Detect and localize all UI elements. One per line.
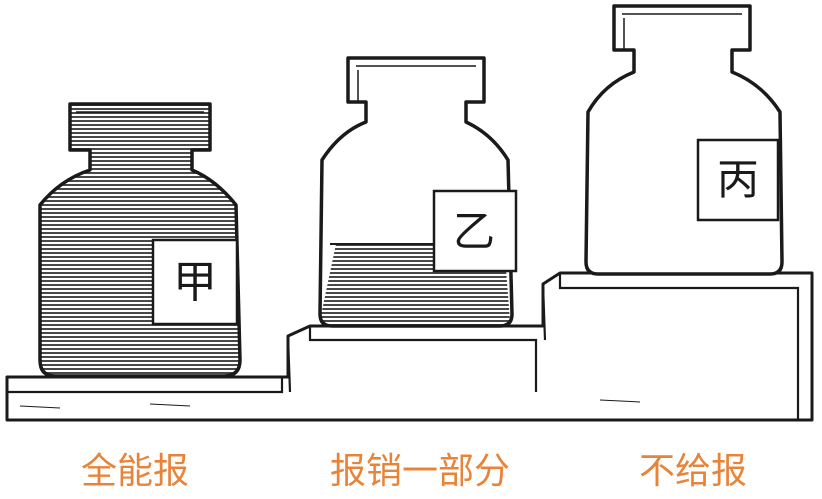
jar-label-card (696, 138, 780, 222)
jar-label-text: 丙 (717, 155, 759, 204)
jar-yi: 乙 (318, 56, 518, 328)
jar-bing: 丙 (584, 4, 784, 276)
caption-full-reimbursement: 全能报 (80, 451, 189, 492)
jar-label-text: 乙 (453, 207, 495, 256)
caption-partial-reimbursement: 报销一部分 (329, 451, 510, 492)
jar-label-card (151, 238, 239, 326)
stair-shelf (5, 271, 814, 422)
jar-label-text: 甲 (173, 257, 217, 308)
jar-jia: 甲 (38, 102, 242, 378)
jar-label-card (432, 189, 518, 273)
caption-no-reimbursement: 不给报 (638, 451, 747, 492)
